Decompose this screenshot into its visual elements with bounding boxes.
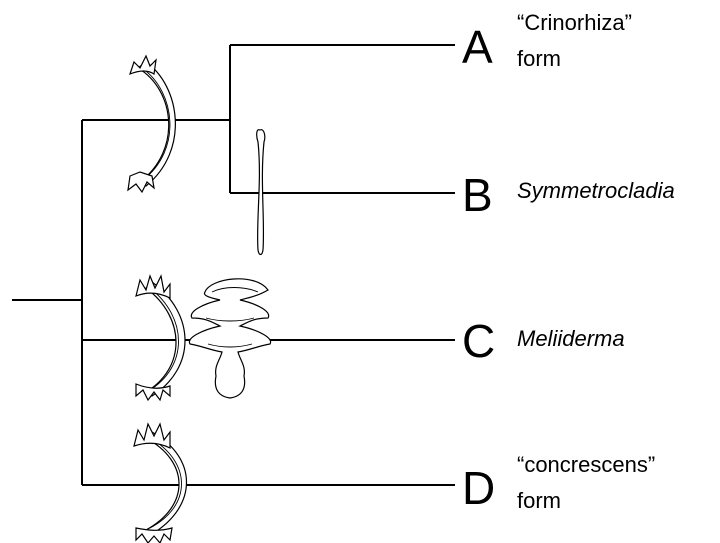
- tree-branches: [12, 45, 455, 485]
- taxon-c-letter: C: [462, 318, 495, 364]
- paired-sclerite-icon: [136, 276, 185, 400]
- taxon-c-name: Meliiderma: [517, 326, 625, 352]
- curved-sclerite-icon: [128, 56, 175, 192]
- paired-sclerite-d-icon: [134, 424, 187, 543]
- capstan-sclerite-icon: [189, 279, 270, 398]
- taxon-d-letter: D: [462, 465, 495, 511]
- taxon-a-name-line1: “Crinorhiza”: [517, 10, 632, 36]
- taxon-a-letter: A: [462, 24, 493, 70]
- taxon-b-name: Symmetrocladia: [517, 178, 675, 204]
- taxon-a-name-line2: form: [517, 46, 561, 72]
- taxon-b-letter: B: [462, 172, 493, 218]
- taxon-d-name-line1: “concrescens”: [517, 452, 655, 478]
- taxon-d-name-line2: form: [517, 488, 561, 514]
